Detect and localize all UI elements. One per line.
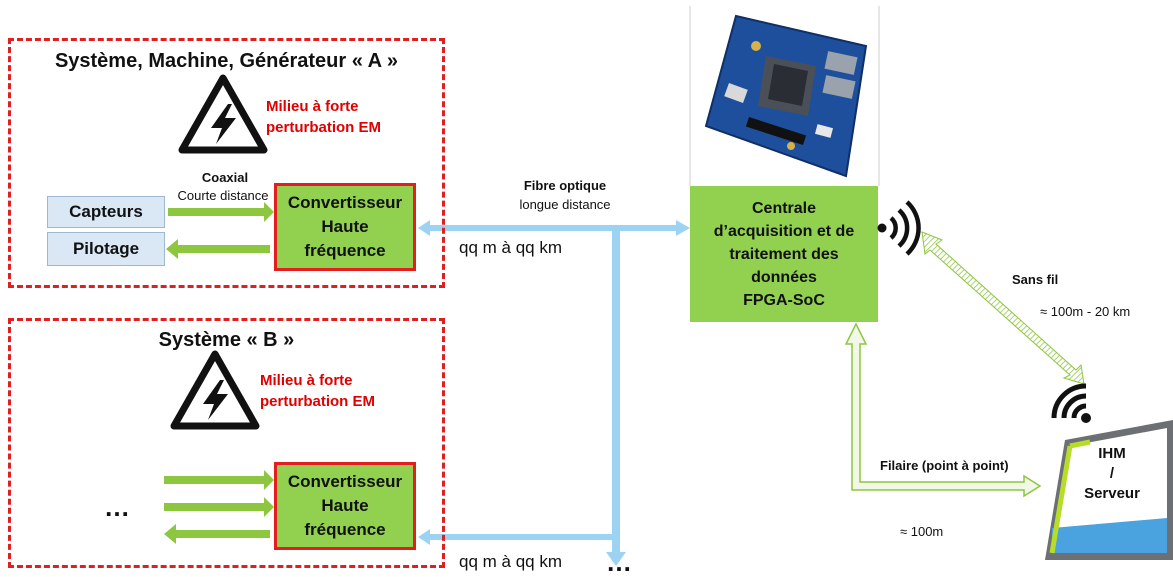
capteurs-to-converter-arrow [168,202,274,222]
fiber-branch-b-arrow [418,529,612,545]
zone-b-title: Système « B » [158,329,295,351]
central-line-2: d’acquisition et de [713,222,855,240]
fiber-network [418,220,690,566]
high-voltage-warning-icon [178,74,268,154]
zone-b-arrow-3 [164,524,270,544]
converter-to-pilotage-arrow [166,239,270,259]
zone-b-warning-line-2: perturbation EM [260,393,375,410]
wireless-signal-icon [877,200,921,256]
ihm-line-1: IHM [1098,445,1126,462]
wireless-range: ≈ 100m - 20 km [1040,304,1131,319]
zone-b-converter: Convertisseur Haute fréquence [274,462,416,550]
zone-a-converter-line-3: fréquence [304,241,386,260]
coaxial-label: Coaxial [201,170,249,185]
zone-a-converter: Convertisseur Haute fréquence [274,183,416,271]
zone-b-converter-line-2: Haute [321,496,369,515]
zone-b-arrow-2 [164,497,274,517]
zone-a-converter-line-2: Haute [321,217,369,236]
fiber-distance-bottom: qq m à qq km [459,552,562,571]
monitor-icon [1045,420,1173,560]
pilotage-box: Pilotage [47,232,165,266]
fpga-board-image [704,14,868,178]
capteurs-box: Capteurs [47,196,165,228]
wifi-icon [1051,383,1091,423]
fiber-label: Fibre optique [523,178,607,193]
zone-b-converter-line-1: Convertisseur [287,472,403,491]
zone-b-ellipsis: … [104,492,130,522]
zone-b-warning: Milieu à forte perturbation EM [260,370,390,412]
central-line-5: FPGA-SoC [743,291,825,309]
fiber-sub: longue distance [519,197,611,212]
wired-link-arrow [844,322,1042,498]
fiber-bottom-ellipsis: … [606,547,632,577]
zone-a-converter-line-1: Convertisseur [287,193,403,212]
zone-a-warning-line-2: perturbation EM [266,119,381,136]
central-line-3: traitement des [729,245,839,263]
zone-a-title: Système, Machine, Générateur « A » [54,50,399,72]
zone-b-arrow-1 [164,470,274,490]
wireless-label: Sans fil [1012,272,1059,287]
ihm-line-2: / [1109,465,1115,482]
high-voltage-warning-icon [170,350,260,430]
coaxial-sub: Courte distance [177,188,269,203]
zone-b-converter-line-3: fréquence [304,520,386,539]
fiber-trunk-arrowhead [606,552,626,566]
central-line-1: Centrale [751,199,817,217]
wired-range: ≈ 100m [900,524,944,539]
zone-system-a: Système, Machine, Générateur « A » [8,38,445,288]
ihm-label: IHM / Serveur [1072,444,1152,504]
central-acquisition-box: Centrale d’acquisition et de traitement … [690,186,878,322]
fiber-distance-top: qq m à qq km [459,238,562,257]
fiber-main-arrow [418,220,690,236]
fiber-trunk [612,228,620,553]
zone-a-warning: Milieu à forte perturbation EM [266,96,396,138]
wired-label: Filaire (point à point) [880,458,1009,473]
zone-b-arrows [164,470,274,544]
zone-system-b: Système « B » [8,318,445,568]
ihm-line-3: Serveur [1084,485,1140,502]
zone-a-warning-line-1: Milieu à forte [266,98,359,115]
zone-b-warning-line-1: Milieu à forte [260,372,353,389]
central-line-4: données [751,268,817,286]
zone-a-arrows [166,202,274,259]
